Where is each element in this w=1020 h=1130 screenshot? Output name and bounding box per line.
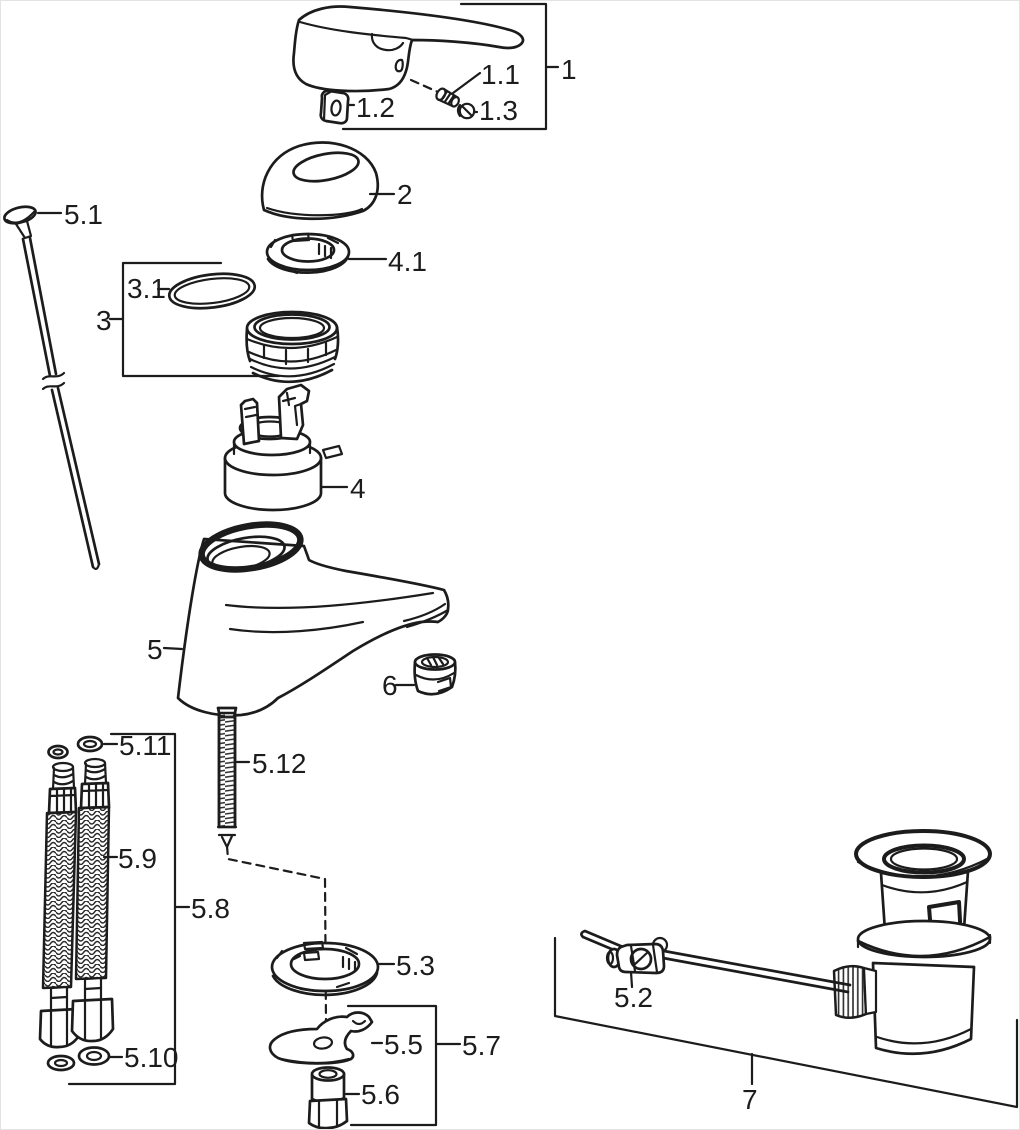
- mounting-ring-5-3: [270, 940, 380, 997]
- cartridge-stem: [277, 383, 311, 441]
- cartridge: 4: [223, 383, 366, 512]
- escutcheon-group: 3 3.1: [96, 261, 340, 384]
- label-5-3: 5.3: [396, 950, 435, 981]
- fastening-nut-5-6: [307, 1066, 349, 1129]
- o-ring-3-1: [167, 272, 257, 310]
- label-5-11: 5.11: [119, 730, 171, 761]
- supply-hose-group: 5.11 5.9 5.8 5.10: [38, 730, 230, 1086]
- label-5-9: 5.9: [118, 843, 157, 874]
- label-5: 5: [147, 634, 163, 665]
- mounting-group: 5.3 5.5 5.7 5.6: [268, 940, 501, 1129]
- rod-joint-5-2: [605, 936, 669, 975]
- label-5-5: 5.5: [384, 1029, 423, 1060]
- horseshoe-washer-5-5: [268, 1011, 374, 1065]
- cartridge-prong-left: [239, 397, 261, 446]
- aerator: [413, 653, 457, 696]
- label-1-1: 1.1: [481, 59, 520, 90]
- washer-left: [46, 1054, 76, 1072]
- label-2: 2: [397, 179, 413, 210]
- lever-handle-mark: [394, 58, 404, 73]
- o-ring-5-11: [76, 735, 104, 753]
- label-5-8: 5.8: [191, 893, 230, 924]
- handle-screw-dashed-line: [409, 78, 440, 94]
- handle-plug: [319, 89, 350, 125]
- faucet-body-group: 5 6 5.12: [147, 521, 457, 1025]
- label-4-1: 4.1: [388, 246, 427, 277]
- label-1-2: 1.2: [356, 92, 395, 123]
- bracket-7: [553, 936, 1019, 1109]
- label-1: 1: [561, 54, 577, 85]
- leader-5-2: [629, 970, 634, 989]
- bracket-5-7: [346, 1004, 438, 1127]
- label-3: 3: [96, 305, 112, 336]
- label-5-1: 5.1: [64, 199, 103, 230]
- handle-assembly: 1 1.1 1.2 1.3: [292, 2, 577, 131]
- handle-screw: [456, 102, 476, 120]
- lever-handle-rim-line: [298, 20, 414, 42]
- bracket-5-8: [67, 732, 177, 1086]
- flex-hose-left: [38, 761, 80, 1049]
- lever-handle: [292, 5, 525, 93]
- label-4: 4: [350, 473, 366, 504]
- lever-rod: [580, 929, 852, 994]
- drain-assembly: 5.2 7: [553, 829, 1019, 1115]
- label-3-1: 3.1: [127, 273, 166, 304]
- label-5-6: 5.6: [361, 1079, 400, 1110]
- label-5-2: 5.2: [614, 982, 653, 1013]
- pop-up-rod: 5.1: [3, 199, 103, 570]
- o-ring-small: [47, 744, 69, 760]
- leader-5: [162, 646, 184, 651]
- label-7: 7: [742, 1084, 758, 1115]
- label-5-7: 5.7: [462, 1030, 501, 1061]
- flex-hose-right: [70, 757, 115, 1043]
- label-5-12: 5.12: [252, 748, 307, 779]
- washer-right: [77, 1046, 111, 1066]
- lever-handle-neck-line: [370, 32, 405, 52]
- threaded-stud: [216, 711, 238, 849]
- leader-1-1: [451, 71, 482, 95]
- knurled-nut: [832, 964, 878, 1019]
- label-6: 6: [382, 670, 398, 701]
- label-5-10: 5.10: [124, 1042, 179, 1073]
- dome-cap: 2: [260, 141, 413, 221]
- locking-ring: 4.1: [265, 232, 427, 277]
- label-1-3: 1.3: [479, 95, 518, 126]
- threaded-ring: [245, 310, 340, 384]
- grub-screw: [435, 87, 460, 108]
